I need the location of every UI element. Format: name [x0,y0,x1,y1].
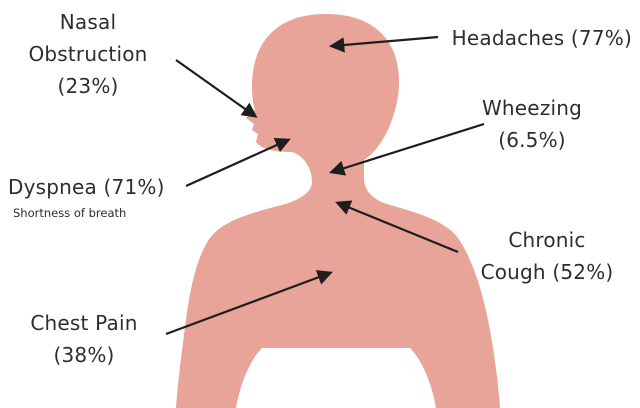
human-silhouette [176,14,500,408]
label-cough-line1: Chronic [462,224,632,256]
label-nasal-line2: Obstruction [8,38,168,70]
label-wheezing: Wheezing (6.5%) [462,92,602,156]
label-cough-line2: Cough (52%) [462,256,632,288]
label-dyspnea-note: Shortness of breath [13,206,126,220]
label-wheezing-line2: (6.5%) [462,124,602,156]
label-chest-pain: Chest Pain (38%) [4,307,164,371]
label-nasal-obstruction: Nasal Obstruction (23%) [8,6,168,102]
arrow-dyspnea [186,140,288,186]
label-chest-line1: Chest Pain [4,307,164,339]
arrow-nasal [176,60,255,116]
label-chest-line2: (38%) [4,339,164,371]
label-dyspnea: Dyspnea (71%) [8,171,188,203]
label-nasal-line1: Nasal [8,6,168,38]
label-chronic-cough: Chronic Cough (52%) [462,224,632,288]
label-headaches-line1: Headaches (77%) [432,22,632,54]
label-headaches: Headaches (77%) [432,22,632,54]
label-dyspnea-line1: Dyspnea (71%) [8,171,188,203]
label-wheezing-line1: Wheezing [462,92,602,124]
label-nasal-line3: (23%) [8,70,168,102]
